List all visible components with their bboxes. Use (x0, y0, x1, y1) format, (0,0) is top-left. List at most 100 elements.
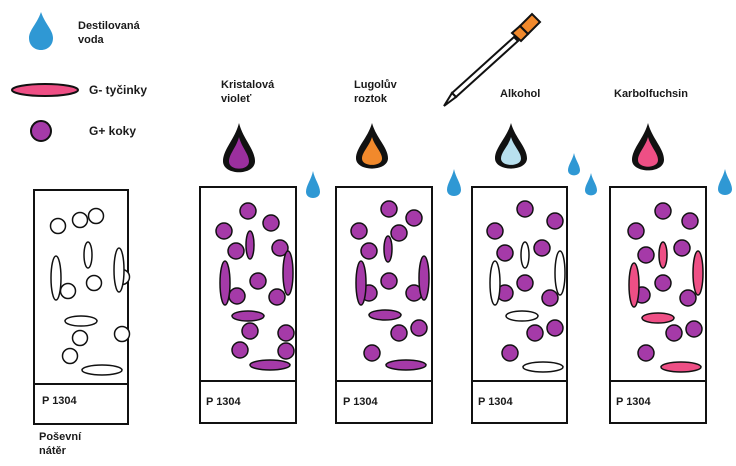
gram-positive-coccus (240, 203, 256, 219)
slide (34, 190, 130, 424)
gram-negative-rod (283, 251, 293, 295)
reagent-label-line: Alkohol (500, 87, 540, 101)
gram-negative-rod (82, 365, 122, 375)
gram-positive-coccus (364, 345, 380, 361)
slide-frame (200, 187, 296, 423)
gram-positive-coccus (534, 240, 550, 256)
gram-negative-rod (250, 360, 290, 370)
gram-positive-coccus (497, 245, 513, 261)
gram-positive-coccus (242, 323, 258, 339)
gram-negative-rod (521, 242, 529, 268)
smear-caption-line: nátěr (39, 444, 81, 458)
gram-positive-coccus (391, 325, 407, 341)
gram-positive-coccus (502, 345, 518, 361)
gram-negative-rod (659, 242, 667, 268)
gram-positive-legend-label: G+ koky (89, 124, 136, 138)
gram-negative-rod (629, 263, 639, 307)
gram-positive-coccus (89, 209, 104, 224)
water-drop-icon (718, 169, 732, 195)
reagent-label-line: roztok (354, 92, 397, 106)
gram-positive-coccus (381, 201, 397, 217)
gram-positive-coccus (547, 213, 563, 229)
water-legend-label: Destilovaná voda (78, 19, 140, 47)
gram-negative-rod (642, 313, 674, 323)
gram-positive-coccus (517, 201, 533, 217)
gram-negative-rod (386, 360, 426, 370)
gram-negative-rod (693, 251, 703, 295)
gram-positive-coccus (115, 327, 130, 342)
gram-positive-coccus (680, 290, 696, 306)
gram-positive-coccus (411, 320, 427, 336)
gram-positive-coccus (547, 320, 563, 336)
gram-positive-coccus (655, 203, 671, 219)
gram-positive-coccus (229, 288, 245, 304)
legend (12, 12, 78, 141)
gram-positive-coccus (278, 325, 294, 341)
slide-label: P 1304 (478, 395, 513, 409)
gram-positive-coccus (638, 247, 654, 263)
gram-positive-coccus (628, 223, 644, 239)
gram-negative-rod (220, 261, 230, 305)
water-drop-icon (585, 173, 597, 195)
gram-positive-coccus (391, 225, 407, 241)
gram-negative-rod (490, 261, 500, 305)
gram-positive-coccus (381, 273, 397, 289)
reagent-label-line: violeť (221, 92, 274, 106)
gram-negative-rod (65, 316, 97, 326)
slide (472, 187, 567, 423)
slides-layer (34, 123, 732, 424)
gram-positive-coccus (228, 243, 244, 259)
gram-positive-coccus (269, 289, 285, 305)
water-drop-icon (568, 153, 580, 175)
reagent-label-lugol: Lugolův roztok (354, 78, 397, 106)
gram-positive-coccus (61, 284, 76, 299)
gram-positive-coccus (63, 349, 78, 364)
gram-positive-coccus (263, 215, 279, 231)
reagent-label-line: Lugolův (354, 78, 397, 92)
gram-positive-coccus (216, 223, 232, 239)
gram-positive-coccus-legend-icon (31, 121, 51, 141)
gram-positive-coccus (674, 240, 690, 256)
smear-caption: Poševní nátěr (39, 430, 81, 458)
gram-positive-coccus (73, 331, 88, 346)
slide-label: P 1304 (343, 395, 378, 409)
reagent-label-alcohol: Alkohol (500, 87, 540, 101)
gram-positive-coccus (638, 345, 654, 361)
gram-positive-coccus (686, 321, 702, 337)
slide-label: P 1304 (616, 395, 651, 409)
slide (610, 187, 706, 423)
gram-negative-rod (232, 311, 264, 321)
gram-positive-coccus (51, 219, 66, 234)
water-drop-icon (29, 12, 53, 50)
water-legend-label-line1: Destilovaná (78, 19, 140, 33)
reagent-label-carbol-fuchsin: Karbolfuchsin (614, 87, 688, 101)
gram-negative-rod (369, 310, 401, 320)
gram-negative-rod (384, 236, 392, 262)
reagent-label-line: Karbolfuchsin (614, 87, 688, 101)
gram-positive-coccus (406, 210, 422, 226)
smear-caption-line: Poševní (39, 430, 81, 444)
gram-negative-rod (246, 231, 254, 259)
gram-positive-coccus (682, 213, 698, 229)
slide-label: P 1304 (206, 395, 241, 409)
gram-negative-rod (555, 251, 565, 295)
gram-positive-coccus (666, 325, 682, 341)
gram-negative-legend-label: G- tyčinky (89, 83, 147, 97)
gram-negative-rod (506, 311, 538, 321)
gram-positive-coccus (351, 223, 367, 239)
gram-negative-rod-legend-icon (12, 84, 78, 96)
gram-positive-coccus (487, 223, 503, 239)
gram-positive-coccus (73, 213, 88, 228)
gram-positive-coccus (87, 276, 102, 291)
reagent-label-line: Kristalová (221, 78, 274, 92)
gram-negative-rod (114, 248, 124, 292)
gram-positive-coccus (361, 243, 377, 259)
gram-positive-coccus (517, 275, 533, 291)
reagent-label-crystal-violet: Kristalová violeť (221, 78, 274, 106)
gram-negative-rod (661, 362, 701, 372)
gram-positive-coccus (232, 342, 248, 358)
gram-negative-rod (356, 261, 366, 305)
gram-positive-coccus (278, 343, 294, 359)
water-drop-icon (306, 171, 320, 198)
water-drop-icon (447, 169, 461, 196)
